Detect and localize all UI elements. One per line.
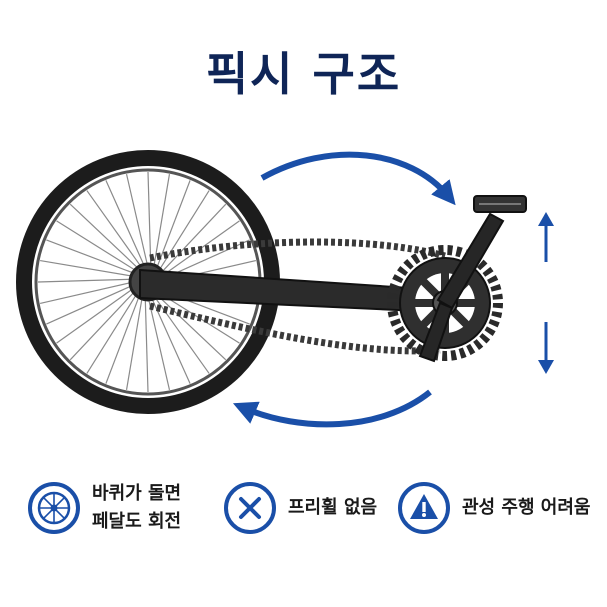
spoke	[147, 171, 152, 265]
wheel-icon	[28, 482, 80, 534]
crank-arm-lower	[418, 301, 454, 363]
spoke	[162, 203, 227, 272]
feature-text-line: 페달도 회전	[92, 511, 182, 532]
spoke	[148, 299, 171, 391]
spoke	[158, 296, 227, 361]
feature-text-line: 프리휠 없음	[288, 497, 378, 518]
spoke	[46, 239, 133, 274]
spoke	[156, 180, 191, 267]
pedal	[473, 195, 527, 213]
spoke	[46, 285, 131, 325]
spoke	[105, 180, 145, 265]
feature-wheel-pedal-linked: 바퀴가 돌면 페달도 회전	[28, 468, 181, 548]
rotation-arrow-bottom	[232, 389, 432, 428]
feature-text-line: 바퀴가 돌면	[92, 483, 182, 504]
spoke	[151, 299, 191, 384]
spoke	[40, 259, 132, 277]
feature-no-freewheel: 프리휠 없음	[224, 468, 377, 548]
wheel-spokes	[37, 171, 259, 393]
spoke	[39, 282, 131, 305]
spoke	[86, 294, 137, 374]
spoke	[56, 220, 136, 271]
spoke	[125, 298, 143, 390]
spoke	[86, 190, 141, 267]
spoke	[69, 203, 138, 268]
feature-text-line: 관성 주행 어려움	[462, 497, 591, 518]
spoke	[56, 289, 133, 344]
spoke	[37, 278, 131, 283]
pedal-up-arrow-icon	[538, 212, 554, 262]
diagram-title: 픽시 구조	[205, 47, 402, 101]
spoke	[105, 297, 140, 384]
rotation-arrow-top	[260, 151, 456, 206]
chain	[149, 238, 446, 355]
spoke	[69, 292, 134, 361]
spoke	[144, 299, 149, 393]
warning-triangle-icon	[398, 482, 450, 534]
x-circle-icon	[224, 482, 276, 534]
spoke	[125, 173, 148, 265]
feature-hard-coasting: 관성 주행 어려움	[398, 468, 590, 548]
pedal-down-arrow-icon	[538, 322, 554, 374]
spoke	[159, 190, 210, 270]
spoke	[153, 174, 171, 266]
